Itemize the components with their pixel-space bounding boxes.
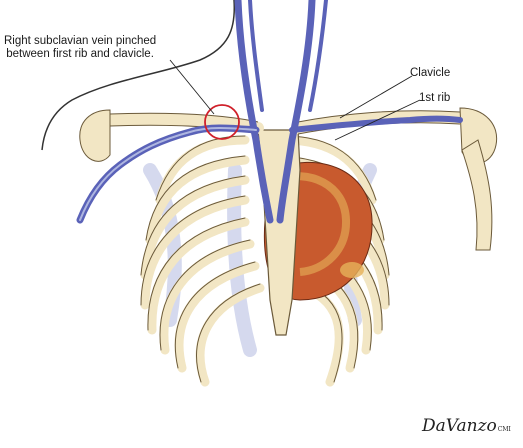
shoulder-right: [79, 109, 111, 162]
label-subclavian-vein: Right subclavian vein pinched between fi…: [4, 35, 156, 61]
artist-signature: DaVanzoCMI: [422, 416, 511, 436]
veins: [76, 0, 463, 224]
leader-lines: [169, 59, 421, 141]
label-first-rib: 1st rib: [419, 92, 451, 104]
signature-name: DaVanzo: [422, 416, 497, 436]
pinch-highlight-circle: [204, 104, 240, 140]
body-outline: [41, 0, 236, 151]
humerus-left: [461, 139, 493, 251]
label-subclavian-line2: between first rib and clavicle.: [6, 48, 154, 60]
ribs-left: [140, 135, 265, 387]
sternum: [257, 129, 301, 336]
ribs-left-outline: [140, 135, 261, 383]
label-clavicle: Clavicle: [410, 67, 451, 79]
signature-credential: CMI: [497, 426, 511, 433]
clavicle-right: [104, 113, 264, 134]
left-subclavian-vein: [289, 115, 463, 133]
label-subclavian-line1: Right subclavian vein pinched: [4, 35, 157, 47]
